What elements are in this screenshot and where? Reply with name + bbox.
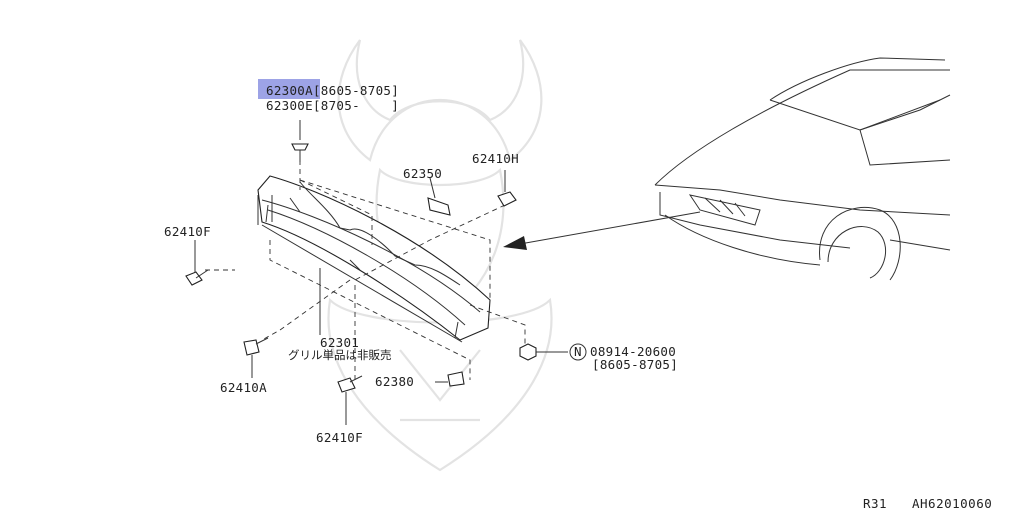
- part-number-highlight[interactable]: [258, 79, 320, 99]
- clip-f-bottom-part: [337, 375, 363, 425]
- bracket-part: [427, 177, 451, 216]
- bracket-label[interactable]: 62350: [403, 166, 442, 181]
- car-illustration: [654, 57, 951, 281]
- grille-inner-label[interactable]: 62301: [320, 335, 359, 350]
- footer-diagram-id: AH62010060: [912, 496, 992, 510]
- main-part-label-line1[interactable]: 62300A[8605-8705]: [266, 83, 399, 98]
- retainer-part: [435, 371, 465, 387]
- nut-prefix-label: N: [574, 344, 582, 359]
- main-part-label-line2[interactable]: 62300E[8705- ]: [266, 98, 399, 113]
- nut-date-label: [8605-8705]: [592, 357, 678, 372]
- clip-f-left-label[interactable]: 62410F: [164, 224, 211, 239]
- clip-a-part: [243, 337, 269, 378]
- grille-assembly: [257, 175, 491, 343]
- nut-part: [519, 343, 568, 361]
- fastener-screw-top: [291, 120, 309, 162]
- assembly-lines: [205, 160, 526, 380]
- nut-code-label[interactable]: 08914-20600: [590, 344, 676, 359]
- retainer-label[interactable]: 62380: [375, 374, 414, 389]
- nut-n-circle: [569, 343, 587, 361]
- clip-h-label[interactable]: 62410H: [472, 151, 519, 166]
- clip-f-bottom-label[interactable]: 62410F: [316, 430, 363, 445]
- grille-note-label: グリル単品は非販売: [288, 348, 392, 362]
- footer-model: R31: [863, 496, 887, 510]
- clip-h-part: [497, 170, 517, 207]
- clip-f-left-part: [185, 240, 209, 286]
- pointer-arrow: [503, 211, 701, 250]
- clip-a-label[interactable]: 62410A: [220, 380, 267, 395]
